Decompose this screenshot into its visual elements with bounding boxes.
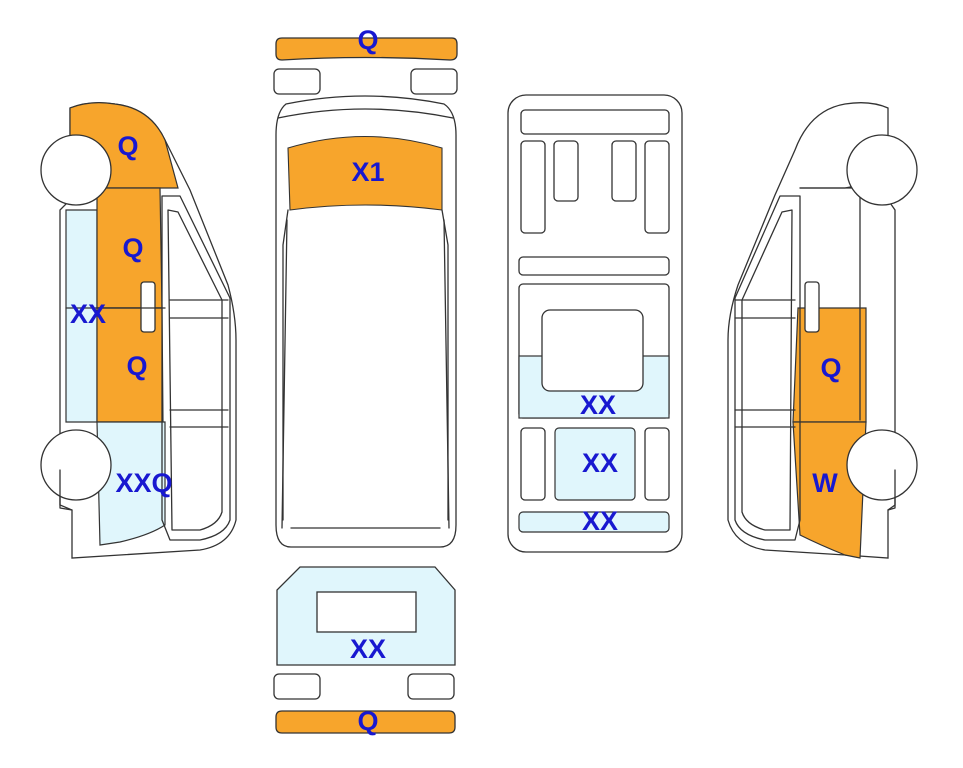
right-rear-wheel (846, 429, 918, 501)
left-rear-wheel (40, 429, 112, 501)
left-door-handle (140, 281, 156, 333)
roof-view (507, 94, 683, 553)
label-roof-mid: XX (580, 390, 616, 420)
top-view-body (275, 95, 457, 548)
right-side-view (727, 102, 918, 559)
front-left-headlight (273, 68, 321, 95)
label-right-rear-quarter: W (812, 468, 838, 498)
label-roof-rear-center: XX (582, 448, 618, 478)
label-left-side-stripe: XX (70, 299, 106, 329)
label-left-mid-panel: Q (126, 351, 147, 381)
label-windshield: X1 (351, 157, 384, 187)
right-door-handle (804, 281, 820, 333)
front-right-headlight (410, 68, 458, 95)
label-right-mid-panel: Q (820, 353, 841, 383)
label-rear-door-window: XX (350, 634, 386, 664)
rear-right-light (407, 673, 455, 700)
rear-view (273, 566, 456, 734)
label-rear-bumper: Q (357, 706, 378, 736)
top-view (275, 95, 457, 548)
rear-left-light (273, 673, 321, 700)
label-left-front-door: Q (122, 233, 143, 263)
right-front-wheel (846, 134, 918, 206)
label-left-front-fender: Q (117, 131, 138, 161)
damage-labels: Q X1 XX Q Q Q XX Q XXQ XX XX XX Q W (70, 25, 842, 736)
rear-window (316, 591, 417, 633)
rear-bumper-zone[interactable] (275, 710, 456, 734)
front-bumper-zone[interactable] (275, 37, 458, 61)
left-side-view (40, 102, 237, 559)
label-front-bumper: Q (357, 25, 378, 55)
front-view (273, 37, 458, 95)
label-roof-rear-edge: XX (582, 506, 618, 536)
left-rear-quarter-zone[interactable] (96, 421, 166, 546)
roof-rear-center-zone[interactable] (554, 427, 636, 501)
left-front-wheel (40, 134, 112, 206)
roof-rear-edge-zone[interactable] (518, 511, 670, 533)
label-left-rear-quarter: XXQ (115, 468, 172, 498)
